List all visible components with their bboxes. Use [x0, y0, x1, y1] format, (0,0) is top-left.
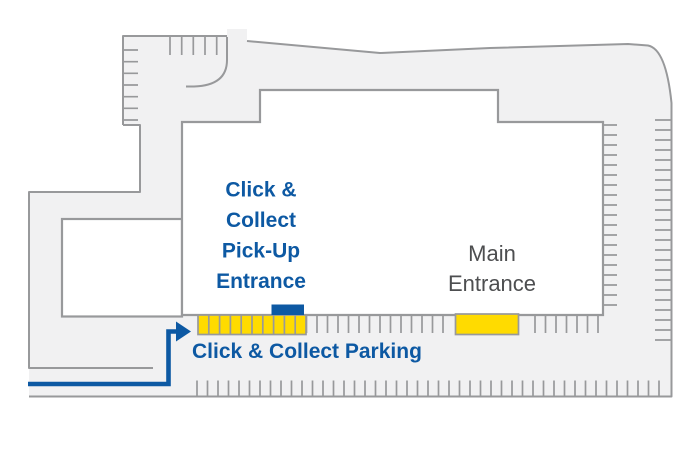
main-building: [180, 88, 605, 317]
cc-entrance-marker: [271, 304, 304, 315]
parking-ticks-right-outer-column: [655, 119, 672, 341]
parking-ticks-store-row-right: [534, 315, 599, 333]
lot-edge-outer: [29, 40, 673, 398]
secondary-building: [60, 217, 184, 318]
cc-parking-strip: [197, 314, 307, 336]
main-entrance-marker: [454, 313, 520, 336]
route-arrow: [28, 321, 191, 387]
parking-ticks-top-row: [169, 37, 218, 55]
lot-edge-left-arm: [28, 124, 153, 369]
route-arrowhead-icon: [176, 321, 191, 342]
cc-entrance-label-line4: Entrance: [216, 270, 306, 293]
cc-entrance-label-line3: Pick-Up: [222, 240, 300, 263]
cc-entrance-label-line1: Click &: [225, 179, 296, 202]
main-entrance-label-line2: Entrance: [448, 271, 536, 296]
parking-ticks-right-inner-column: [604, 124, 617, 306]
parking-ticks-topleft-column: [124, 49, 138, 121]
parking-ticks: [124, 37, 672, 397]
cc-entrance-label: Click & Collect Pick-Up Entrance: [216, 179, 306, 294]
cc-parking-label: Click & Collect Parking: [192, 340, 422, 363]
parking-ticks-bottom-row: [196, 380, 660, 397]
main-entrance-label-line1: Main: [468, 241, 516, 266]
cc-entrance-label-line2: Collect: [226, 209, 296, 232]
lane-curve: [186, 37, 228, 88]
main-entrance-label: Main Entrance: [448, 241, 536, 296]
route-line: [28, 329, 177, 387]
cc-parking-strip-dividers: [207, 315, 297, 335]
lot-edge-topleft-column: [122, 35, 227, 125]
lot-boundary: [28, 35, 673, 398]
